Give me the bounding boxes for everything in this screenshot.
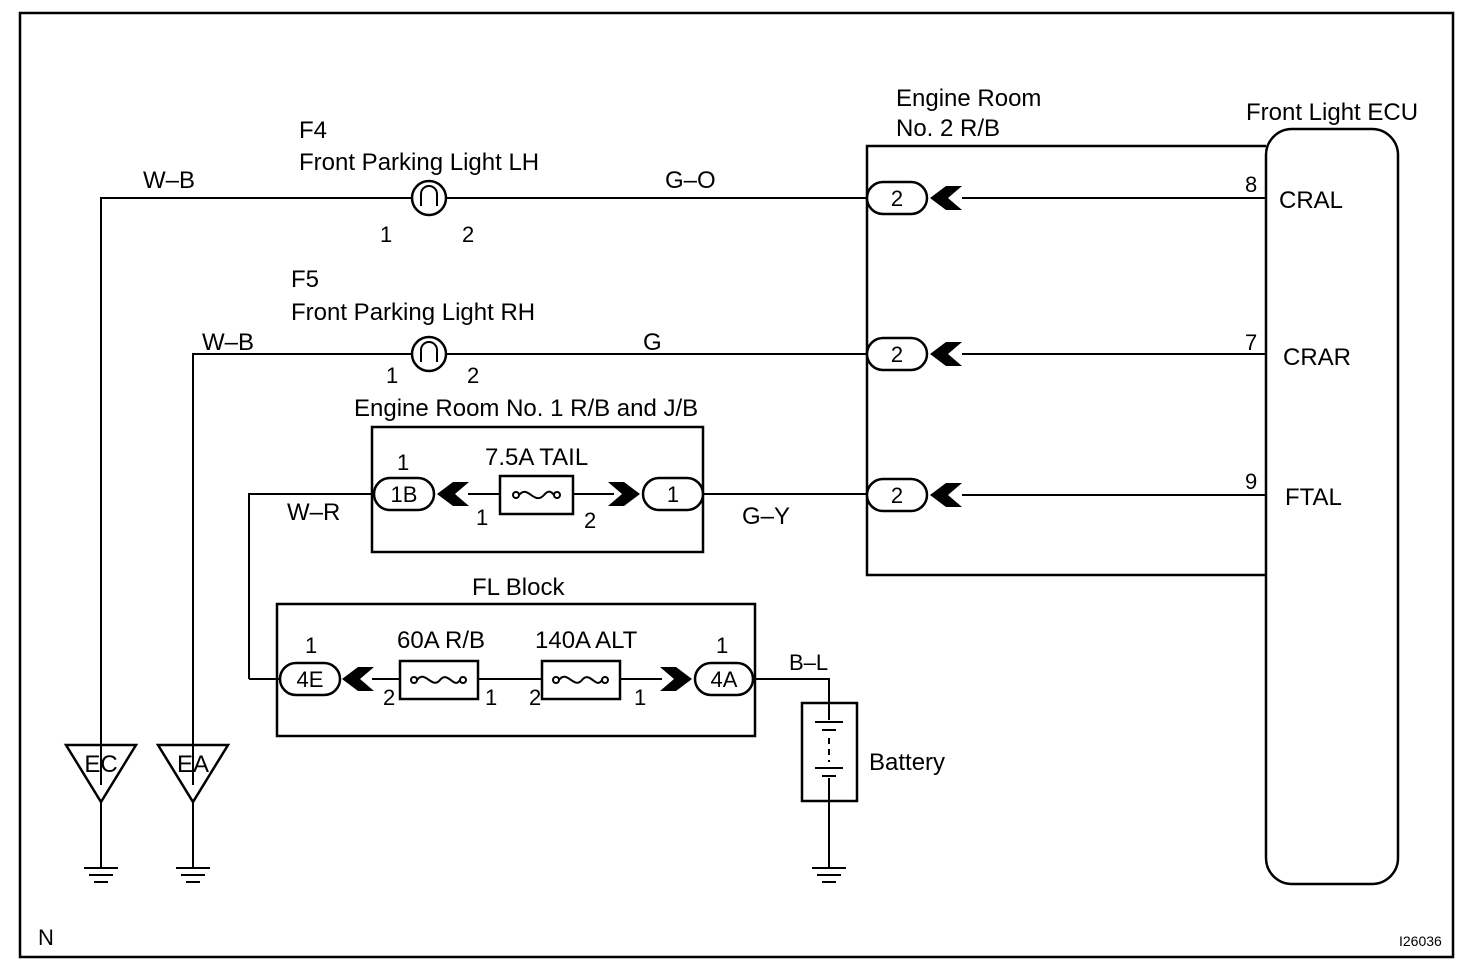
battery-label: Battery [869,749,945,776]
wire-label-tail-left: W–R [287,499,340,526]
svg-text:1B: 1B [391,482,418,507]
diagram-frame [18,11,1455,959]
wire-label-mid-right: G [643,329,662,356]
ecu-pin-9-number: 9 [1245,469,1257,494]
fuse-140a-pin-1: 1 [634,685,646,710]
svg-text:2: 2 [891,342,903,367]
fuse-60a-pin-2: 2 [383,685,395,710]
ecu-pin-ftal: FTAL [1285,484,1342,511]
wire-label-mid-left: W–B [202,329,254,356]
ground-ea-label: EA [177,751,209,778]
ground-point-ea [155,743,231,883]
fuse-140a-label: 140A ALT [535,627,638,654]
corner-mark-left: N [38,925,54,950]
er1-connector-1b-arrow [437,482,469,506]
er2-connector-3: 2 [865,477,962,513]
er2-title-line1: Engine Room [896,85,1041,112]
er1-title: Engine Room No. 1 R/B and J/B [354,395,698,422]
fl-block-box [275,602,757,738]
er2-title-line2: No. 2 R/B [896,115,1000,142]
wire-label-top-right: G–O [665,167,716,194]
ground-ec-label: EC [84,751,117,778]
ecu-pin-8-number: 8 [1245,172,1257,197]
er2-connector-1: 2 [865,180,962,216]
fuse-140a-pin-2: 2 [529,685,541,710]
f4-pin-1: 1 [380,222,392,247]
f5-name: Front Parking Light RH [291,299,535,326]
svg-text:1: 1 [667,482,679,507]
f4-pin-2: 2 [462,222,474,247]
svg-text:2: 2 [891,186,903,211]
er2-connector-2: 2 [865,336,962,372]
wire-w-b-top [100,197,412,785]
tail-fuse-pin-1: 1 [476,505,488,530]
tail-fuse-icon [498,474,575,516]
er1-conn-left-pin: 1 [397,450,409,475]
f4-bulb-icon [410,179,448,217]
ecu-title: Front Light ECU [1246,99,1418,126]
wire-w-r [248,493,374,679]
wire-label-top-left: W–B [143,167,195,194]
fuse-140a-icon [540,659,622,701]
ecu-pin-cral: CRAL [1279,187,1343,214]
er2-connector-2-arrow [930,342,962,366]
fl-connector-4e-arrow [342,667,374,691]
fl-conn-right-pin: 1 [716,633,728,658]
wire-label-battery: B–L [789,650,828,675]
svg-text:4E: 4E [297,667,324,692]
fuse-60a-icon [398,659,480,701]
f5-pin-1: 1 [386,363,398,388]
er2-connector-3-arrow [930,483,962,507]
wire-label-tail-right: G–Y [742,503,790,530]
fuse-60a-label: 60A R/B [397,627,485,654]
ecu-pin-7-number: 7 [1245,330,1257,355]
fl-conn-left-pin: 1 [305,633,317,658]
ground-point-ec [63,743,139,883]
ecu-pin-crar: CRAR [1283,344,1351,371]
f5-pin-2: 2 [467,363,479,388]
svg-text:4A: 4A [711,667,738,692]
tail-fuse-pin-2: 2 [584,508,596,533]
er1-connector-1b: 1B [372,476,469,512]
front-light-ecu-box [1264,127,1400,886]
f4-name: Front Parking Light LH [299,149,539,176]
corner-mark-right: I26036 [1399,933,1442,949]
wire-b-l [755,678,830,703]
f4-code: F4 [299,117,327,144]
fl-connector-4e: 4E [278,661,374,697]
fl-connector-4a-arrow [660,667,692,691]
f5-code: F5 [291,266,319,293]
er1-connector-1-arrow [608,482,640,506]
fl-connector-4a: 4A [660,661,755,697]
f5-bulb-icon [410,335,448,373]
battery-icon [800,701,859,803]
er2-connector-1-arrow [930,186,962,210]
svg-text:2: 2 [891,483,903,508]
wire-w-b-mid [192,353,412,785]
tail-fuse-label: 7.5A TAIL [485,444,588,471]
battery-ground-icon [812,867,846,883]
fl-block-title: FL Block [472,574,565,601]
er1-connector-1: 1 [608,476,705,512]
fuse-60a-pin-1: 1 [485,685,497,710]
